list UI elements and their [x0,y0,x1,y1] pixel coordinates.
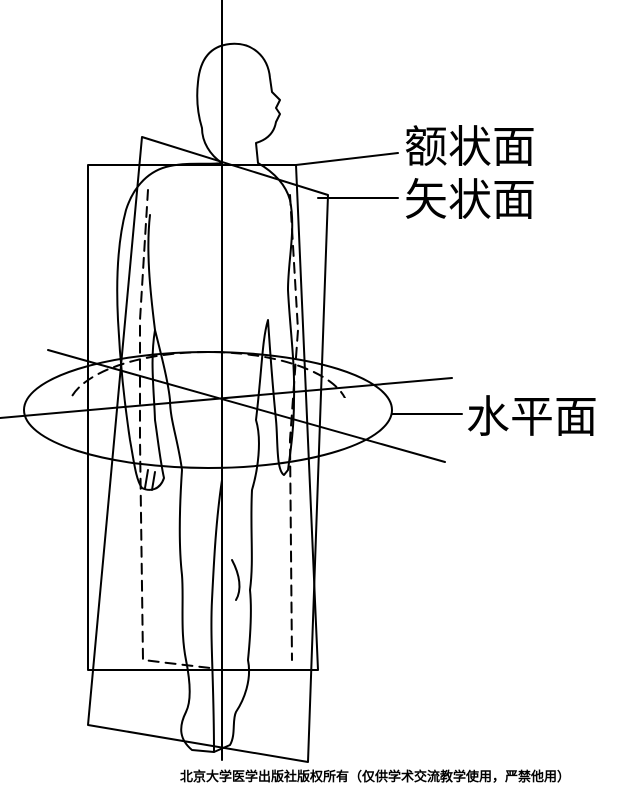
copyright-notice: 北京大学医学出版社版权所有（仅供学术交流教学使用，严禁他用） [180,769,570,785]
horizontal-plane-back-edge [69,351,347,398]
hand-right [144,469,156,491]
label-horizontal-plane: 水平面 [466,392,598,443]
leader-line-coronal [295,152,399,166]
hidden-body-outline [139,189,299,669]
sagittal-plane [87,136,329,763]
anteroposterior-axis [47,349,446,463]
coronal-plane [87,164,319,671]
label-sagittal-plane: 矢状面 [404,175,536,226]
human-figure-outline [116,42,296,753]
label-coronal-plane: 额状面 [404,122,536,173]
arm-crease [147,214,156,331]
leg-split [210,479,223,753]
transverse-axis [0,377,453,419]
knee-detail [231,559,241,601]
